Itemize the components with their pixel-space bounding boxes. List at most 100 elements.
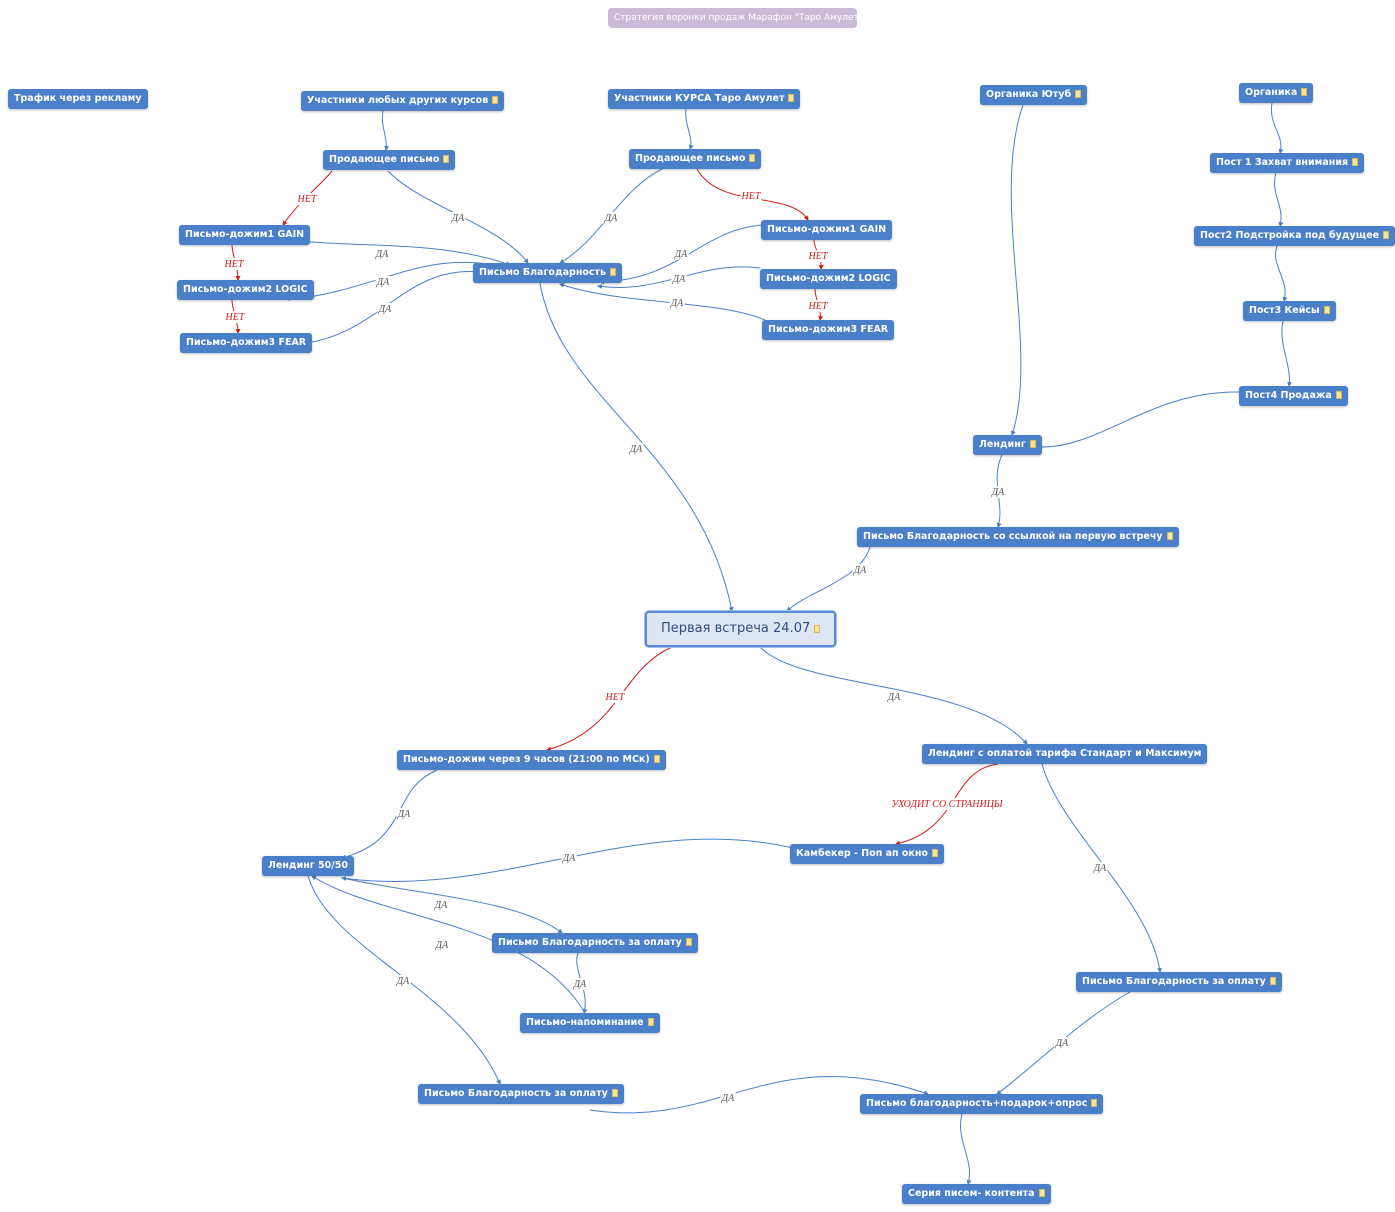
node-push-9h[interactable]: Письмо-дожим через 9 часов (21:00 по МСк… bbox=[397, 750, 666, 770]
node-thanks-pay-a[interactable]: Письмо Благодарность за оплату bbox=[492, 933, 698, 953]
node-label: Пост3 Кейсы bbox=[1249, 305, 1320, 316]
node-organic[interactable]: Органика bbox=[1239, 83, 1314, 103]
edge-label-bg bbox=[561, 852, 577, 864]
node-label: Органика bbox=[1245, 87, 1298, 98]
node-traffic[interactable]: Трафик через рекламу bbox=[8, 89, 148, 109]
node-label: Пост4 Продажа bbox=[1245, 390, 1332, 401]
node-thanks-gift-survey[interactable]: Письмо благодарность+подарок+опрос bbox=[860, 1094, 1104, 1114]
edge-e31 bbox=[341, 877, 563, 934]
edge-label-bg bbox=[375, 276, 391, 288]
note-icon bbox=[443, 155, 450, 163]
node-gain-a[interactable]: Письмо-дожим1 GAIN bbox=[179, 225, 311, 245]
node-sell-letter-b[interactable]: Продающее письмо bbox=[629, 149, 762, 169]
edge-label: ДА bbox=[375, 249, 389, 260]
node-post-2[interactable]: Пост2 Подстройка под будущее bbox=[1194, 226, 1395, 246]
node-label: Трафик через рекламу bbox=[14, 93, 142, 104]
note-icon bbox=[492, 96, 499, 104]
node-fear-a[interactable]: Письмо-дожим3 FEAR bbox=[180, 333, 313, 353]
edge-label-bg bbox=[396, 808, 412, 820]
node-comeback-popup[interactable]: Камбекер - Поп ап окно bbox=[790, 844, 944, 864]
node-label: Письмо Благодарность за оплату bbox=[424, 1088, 608, 1099]
node-label: Письмо-дожим3 FEAR bbox=[768, 324, 889, 335]
note-icon bbox=[653, 755, 660, 763]
edge-label-bg bbox=[377, 303, 393, 315]
node-logic-b[interactable]: Письмо-дожим2 LOGIC bbox=[760, 269, 897, 289]
node-post-1[interactable]: Пост 1 Захват внимания bbox=[1210, 153, 1365, 173]
node-content-series[interactable]: Серия писем- контента bbox=[902, 1184, 1051, 1204]
node-sell-letter-a[interactable]: Продающее письмо bbox=[323, 150, 456, 170]
edge-label-bg bbox=[886, 691, 902, 703]
edge-e9 bbox=[685, 108, 694, 150]
edge-e37 bbox=[589, 1075, 929, 1114]
node-course-members[interactable]: Участники КУРСА Таро Амулет bbox=[608, 89, 801, 109]
node-thanks-link[interactable]: Письмо Благодарность со ссылкой на перву… bbox=[857, 527, 1179, 547]
node-label: Письмо Благодарность за оплату bbox=[1082, 976, 1266, 987]
edge-label: ДА bbox=[887, 692, 901, 703]
edge-e21 bbox=[1275, 245, 1288, 302]
note-icon bbox=[1166, 532, 1173, 540]
edge-label: НЕТ bbox=[297, 194, 318, 205]
edge-label-bg bbox=[669, 297, 685, 309]
edge-label-bg bbox=[604, 691, 626, 703]
node-landing[interactable]: Лендинг bbox=[973, 435, 1042, 455]
node-label: Письмо-дожим3 FEAR bbox=[186, 337, 307, 348]
edge-e7 bbox=[287, 261, 501, 301]
note-icon bbox=[611, 1089, 618, 1097]
edge-e39 bbox=[960, 1113, 972, 1185]
node-label: Серия писем- контента bbox=[908, 1188, 1035, 1199]
node-logic-a[interactable]: Письмо-дожим2 LOGIC bbox=[177, 280, 314, 300]
node-label: Первая встреча 24.07 bbox=[661, 621, 811, 636]
note-icon bbox=[1075, 90, 1082, 98]
edge-e23 bbox=[1036, 391, 1241, 450]
note-icon bbox=[814, 625, 821, 633]
note-icon bbox=[1352, 158, 1359, 166]
node-thanks-pay-c[interactable]: Письмо Благодарность за оплату bbox=[1076, 972, 1282, 992]
edge-label: ДА bbox=[853, 565, 867, 576]
note-icon bbox=[1091, 1099, 1098, 1107]
node-label: Органика Ютуб bbox=[986, 89, 1072, 100]
edge-label: ДА bbox=[1055, 1038, 1069, 1049]
node-organic-youtube[interactable]: Органика Ютуб bbox=[980, 85, 1088, 105]
edge-e1 bbox=[381, 110, 390, 151]
node-thanks-letter[interactable]: Письмо Благодарность bbox=[473, 263, 623, 283]
note-icon bbox=[1269, 977, 1276, 985]
node-reminder[interactable]: Письмо-напоминание bbox=[520, 1013, 660, 1033]
edge-label: НЕТ bbox=[605, 692, 626, 703]
edge-e18 bbox=[1010, 104, 1024, 436]
edge-label: УХОДИТ СО СТРАНИЦЫ bbox=[891, 799, 1004, 810]
node-landing-5050[interactable]: Лендинг 50/50 bbox=[262, 856, 354, 876]
edge-label-bg bbox=[807, 300, 829, 312]
edge-label: НЕТ bbox=[741, 191, 762, 202]
note-icon bbox=[610, 268, 617, 276]
node-other-courses[interactable]: Участники любых других курсов bbox=[301, 91, 505, 111]
node-fear-b[interactable]: Письмо-дожим3 FEAR bbox=[762, 320, 895, 340]
node-post-3[interactable]: Пост3 Кейсы bbox=[1243, 301, 1336, 321]
node-gain-b[interactable]: Письмо-дожим1 GAIN bbox=[761, 220, 893, 240]
edge-label: ДА bbox=[376, 277, 390, 288]
node-post-4[interactable]: Пост4 Продажа bbox=[1239, 386, 1348, 406]
node-first-meeting[interactable]: Первая встреча 24.07 bbox=[645, 611, 837, 647]
node-label: Лендинг 50/50 bbox=[268, 860, 348, 871]
edge-label: ДА bbox=[1093, 863, 1107, 874]
edge-label: ДА bbox=[434, 900, 448, 911]
edge-label-bg bbox=[990, 486, 1006, 498]
node-label: Письмо благодарность+подарок+опрос bbox=[866, 1098, 1088, 1109]
edge-label: ДА bbox=[629, 444, 643, 455]
edge-label: ДА bbox=[604, 213, 618, 224]
edge-e5 bbox=[287, 239, 511, 267]
edge-e25 bbox=[786, 546, 871, 612]
edge-e19 bbox=[1270, 102, 1284, 154]
edge-label-bg bbox=[671, 273, 687, 285]
note-icon bbox=[749, 154, 756, 162]
edge-label: ДА bbox=[562, 853, 576, 864]
edge-label: ДА bbox=[397, 809, 411, 820]
edge-label: ДА bbox=[674, 249, 688, 260]
note-icon bbox=[1029, 440, 1036, 448]
note-icon bbox=[1335, 391, 1342, 399]
node-thanks-pay-b[interactable]: Письмо Благодарность за оплату bbox=[418, 1084, 624, 1104]
node-landing-tariff[interactable]: Лендинг с оплатой тарифа Стандарт и Макс… bbox=[922, 744, 1208, 764]
node-label: Письмо-дожим1 GAIN bbox=[767, 224, 887, 235]
edge-label-bg bbox=[1092, 862, 1108, 874]
edge-label-bg bbox=[395, 975, 411, 987]
